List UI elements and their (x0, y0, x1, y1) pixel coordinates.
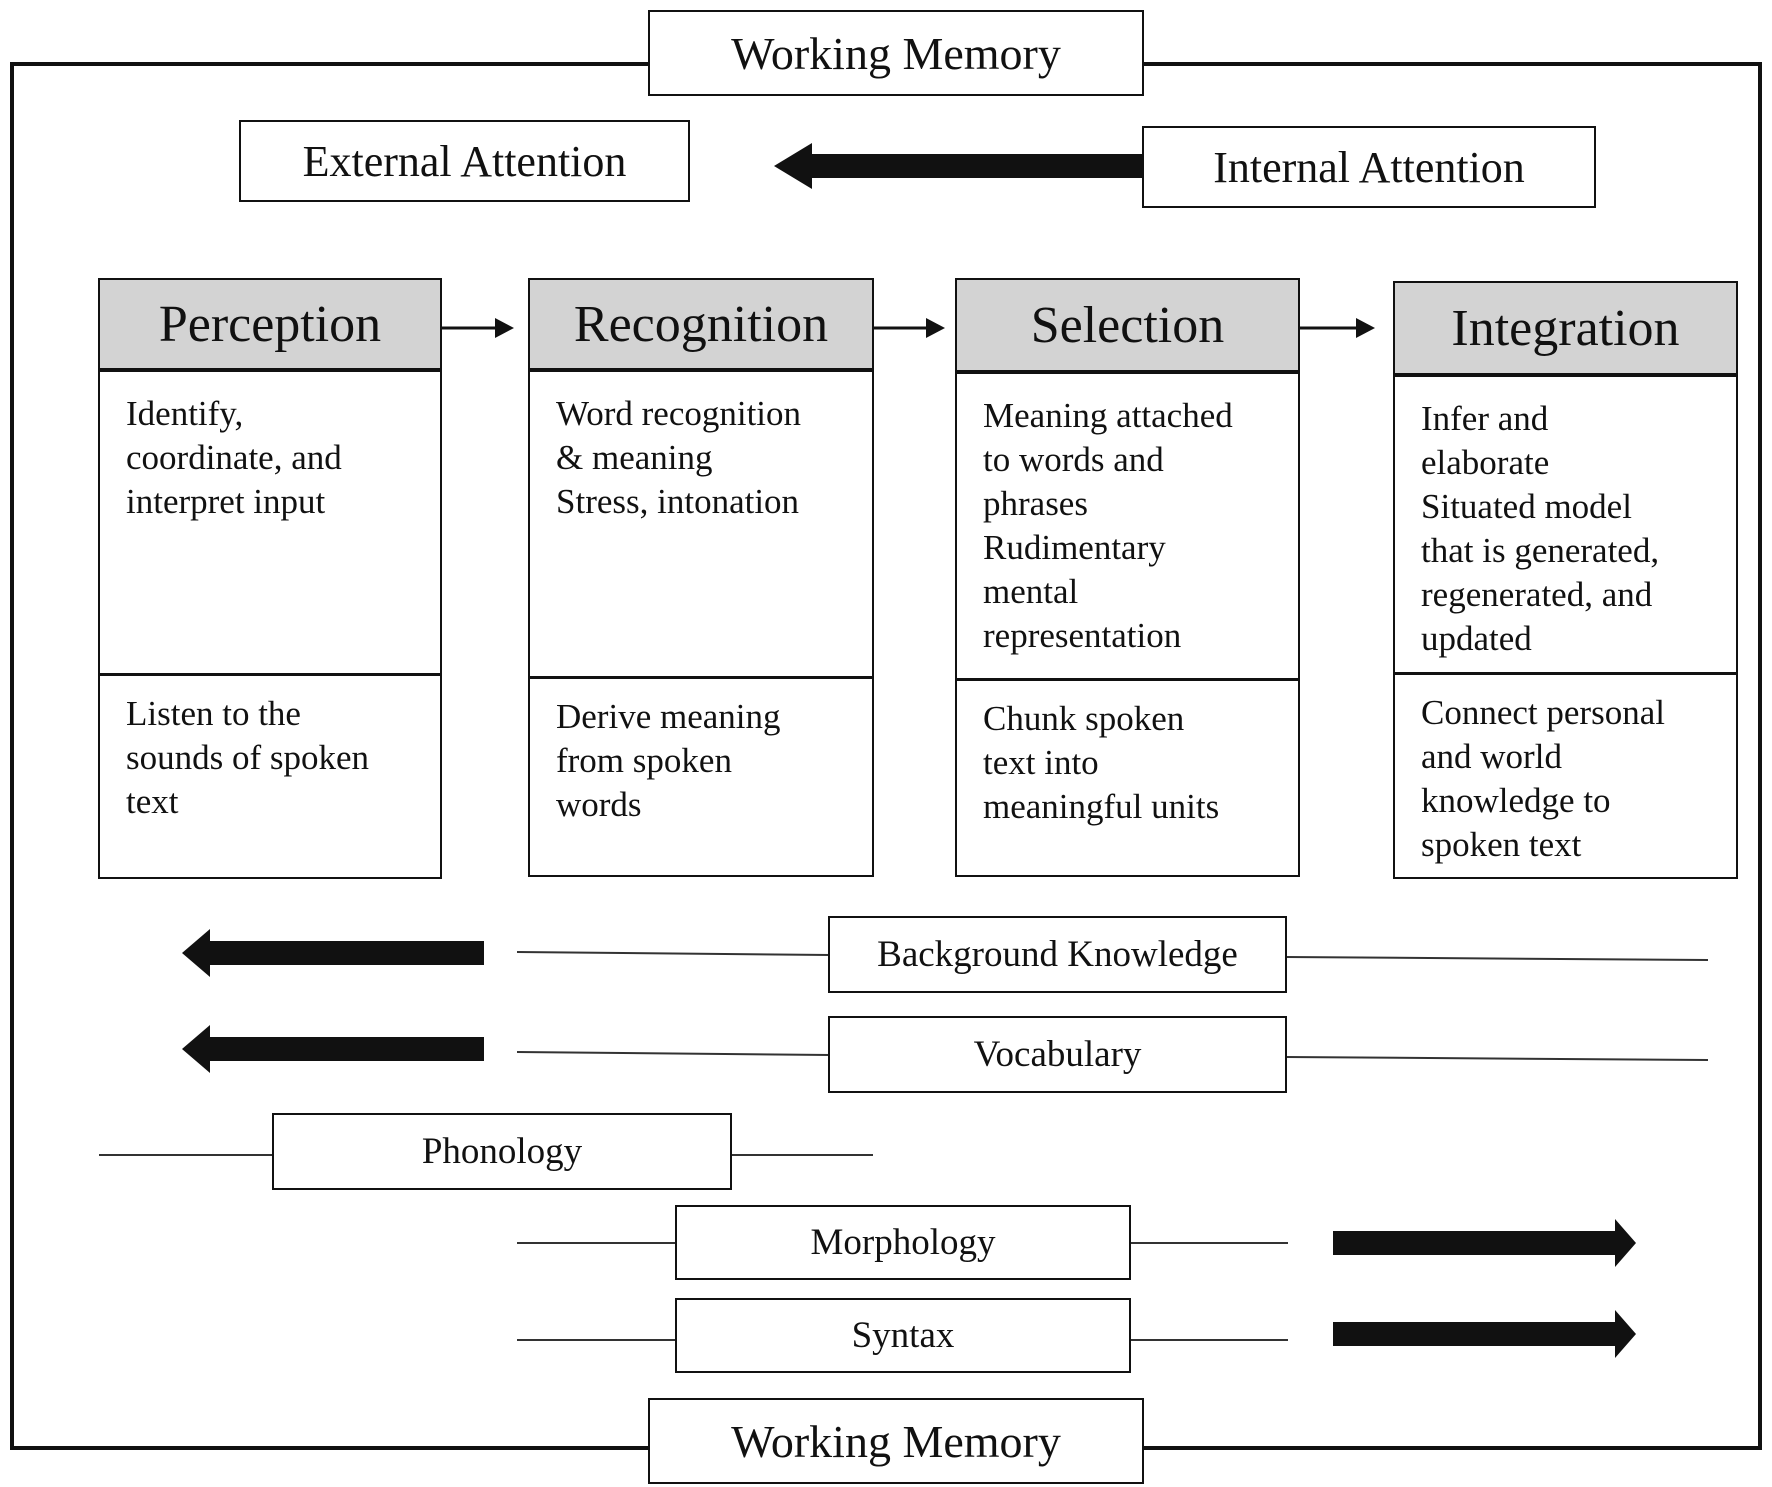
stage-task-text: Connect personal and world knowledge to … (1421, 693, 1665, 864)
stage-divider (1395, 672, 1736, 675)
stage-recognition: Recognition Word recognition & meaning S… (528, 278, 874, 877)
flow-arrow-selection-integration (1300, 318, 1375, 338)
flow-arrow-perception-recognition (442, 318, 514, 338)
external-attention-box: External Attention (239, 120, 690, 202)
morphology-box: Morphology (675, 1205, 1131, 1280)
background-knowledge-arrow (182, 929, 484, 977)
vocabulary-box: Vocabulary (828, 1016, 1287, 1093)
background-knowledge-box: Background Knowledge (828, 916, 1287, 993)
attention-arrow (774, 143, 1144, 189)
stage-divider (100, 673, 440, 676)
stage-divider (530, 676, 872, 679)
stage-process-text: Word recognition & meaning Stress, inton… (556, 394, 802, 521)
stage-task-text: Derive meaning from spoken words (556, 697, 781, 824)
stage-title: Selection (957, 280, 1298, 374)
stage-title: Integration (1395, 283, 1736, 377)
syntax-arrow (1333, 1310, 1636, 1358)
stage-process-text: Infer and elaborate Situated model that … (1421, 399, 1660, 658)
stage-integration: Integration Infer and elaborate Situated… (1393, 281, 1738, 879)
stage-selection: Selection Meaning attached to words and … (955, 278, 1300, 877)
stage-title: Recognition (530, 280, 872, 372)
stage-title: Perception (100, 280, 440, 372)
flow-arrow-recognition-selection (874, 318, 945, 338)
vocabulary-arrow (182, 1025, 484, 1073)
stage-task-text: Chunk spoken text into meaningful units (983, 699, 1220, 826)
phonology-box: Phonology (272, 1113, 732, 1190)
stage-divider (957, 678, 1298, 681)
morphology-arrow (1333, 1219, 1636, 1267)
syntax-box: Syntax (675, 1298, 1131, 1373)
internal-attention-box: Internal Attention (1142, 126, 1596, 208)
vocabulary-line (516, 1051, 1709, 1061)
stage-process-text: Meaning attached to words and phrases Ru… (983, 396, 1233, 655)
stage-process-text: Identify, coordinate, and interpret inpu… (126, 394, 342, 521)
working-memory-top-label: Working Memory (648, 10, 1144, 96)
background-knowledge-line (516, 951, 1709, 961)
working-memory-bottom-label: Working Memory (648, 1398, 1144, 1484)
stage-perception: Perception Identify, coordinate, and int… (98, 278, 442, 879)
stage-task-text: Listen to the sounds of spoken text (126, 694, 370, 821)
